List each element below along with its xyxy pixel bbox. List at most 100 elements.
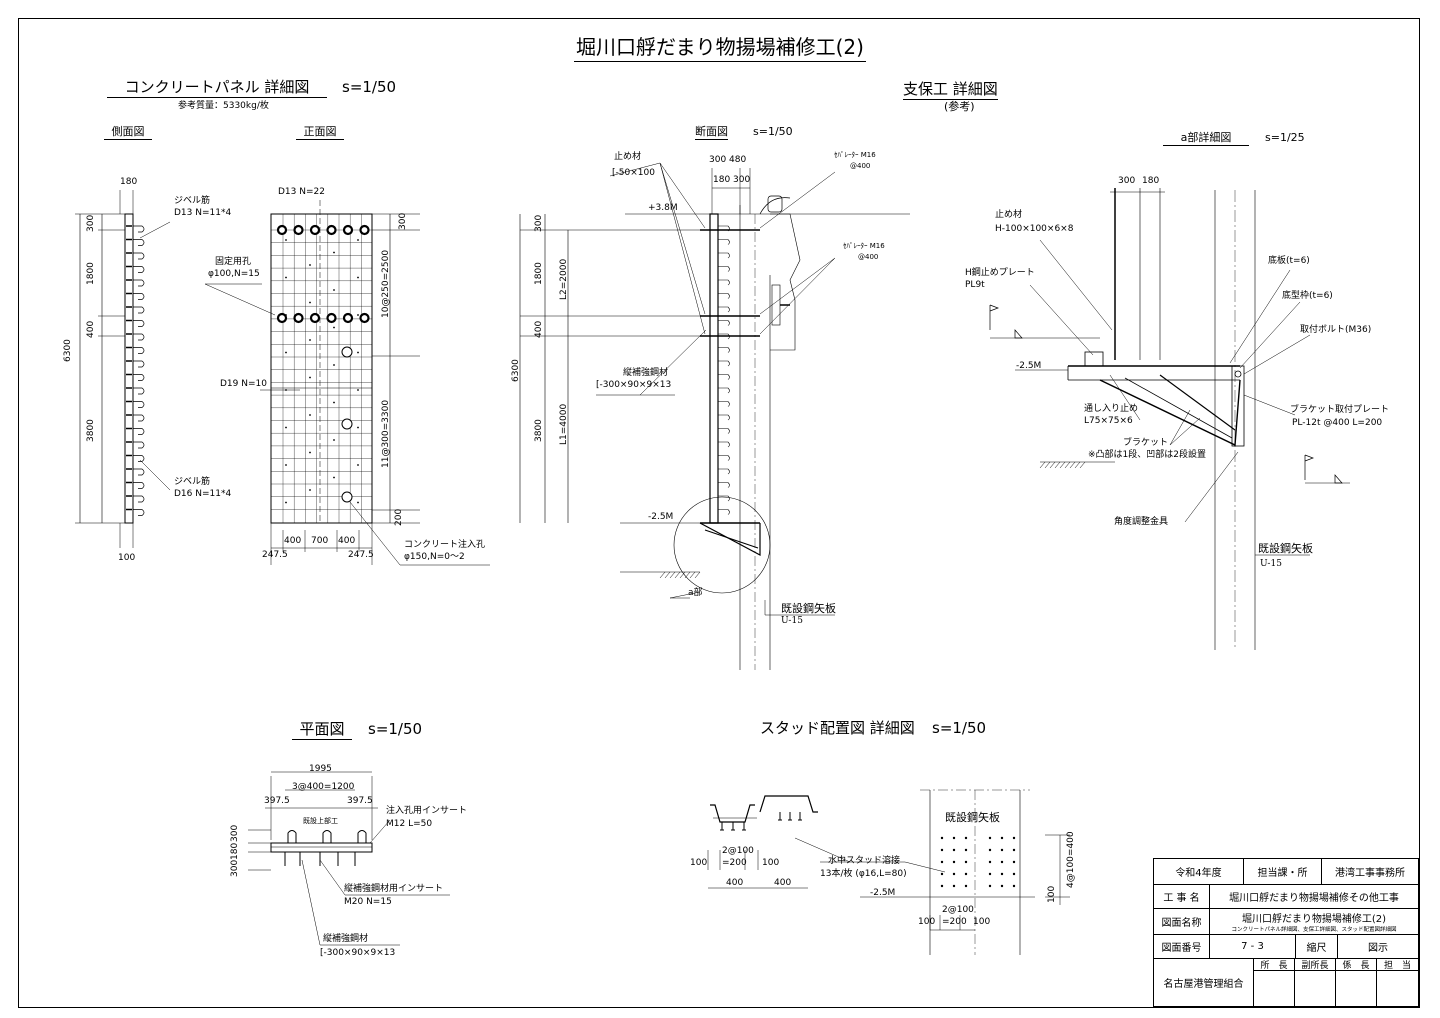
plan-w397b: 397.5 <box>347 796 373 806</box>
plan-heading: 平面図 <box>292 722 352 740</box>
tb-org: 名古屋港管理組合 <box>1154 959 1254 1006</box>
a-bottom-frame: 底型枠(t=6) <box>1282 291 1333 301</box>
a-hplate-spec: PL9t <box>965 280 985 290</box>
drawing-title: 堀川口艀だまり物揚場補修工(2) <box>0 35 1440 62</box>
sec-d180: 180 <box>713 175 731 185</box>
fix-hole-spec: φ100,N=15 <box>208 269 260 279</box>
front-r200: 200 <box>394 508 404 526</box>
stud-r400: 4@100=400 <box>1066 831 1076 888</box>
side-panel-outline <box>124 213 134 524</box>
tb-role-4: 担 当 <box>1377 959 1418 971</box>
sec-stopper-spec: [-50×100 <box>612 168 655 178</box>
sep1-pitch: @400 <box>850 162 871 170</box>
dim-180: 180 <box>120 177 138 187</box>
tb-role-2: 副所長 <box>1295 959 1336 971</box>
panel-scale: s=1/50 <box>342 78 397 96</box>
a-stopper-spec: H-100×100×6×8 <box>995 224 1074 234</box>
front-view-label: 正面図 <box>296 126 344 140</box>
plan-v180: 180 <box>230 842 240 860</box>
tb-number-label: 図面番号 <box>1154 935 1210 959</box>
section-label: 断面図 <box>695 125 728 140</box>
plan-insert2: 縦補強鋼材用インサート <box>344 884 444 894</box>
plan-w1200: 3@400=1200 <box>292 782 355 792</box>
a-stopper-label: 止め材 <box>995 210 1023 220</box>
side-h300: 300 <box>86 214 96 232</box>
sec-rib-label: 縦補強鋼材 <box>623 368 669 378</box>
jibel-top-label: ジベル筋 <box>174 196 211 206</box>
front-panel-outline <box>270 213 373 524</box>
dim-100: 100 <box>118 553 136 563</box>
plan-w1995: 1995 <box>309 764 332 774</box>
tb-work-label: 工 事 名 <box>1154 885 1210 909</box>
stud-e100b: 100 <box>973 917 991 927</box>
side-h6300: 6300 <box>63 339 73 362</box>
sec-d300b: 300 <box>733 175 751 185</box>
plan-v300a: 300 <box>230 824 240 842</box>
a-hplate-label: H鋼止めプレート <box>965 268 1035 278</box>
a-bracket: ブラケット <box>1123 438 1169 448</box>
tb-role-1: 所 長 <box>1254 959 1295 971</box>
stud-r100: 100 <box>1047 885 1057 903</box>
fix-hole-label: 固定用孔 <box>215 257 252 267</box>
a-bottom-plate: 底板(t=6) <box>1268 256 1310 266</box>
plan-existing: 既設上部工 <box>303 817 338 825</box>
sec-h3800: 3800 <box>534 419 544 442</box>
sec-sheet-label: 既設鋼矢板 <box>781 602 836 615</box>
front-b247b: 247.5 <box>348 550 374 560</box>
front-r3300: 11@300=3300 <box>381 399 391 468</box>
panel-mass: 参考質量：5330kg/枚 <box>178 101 269 111</box>
stud-sheet-label: 既設鋼矢板 <box>945 811 1000 824</box>
stud-e100a: 100 <box>918 917 936 927</box>
sec-l1: L1=4000 <box>559 403 569 445</box>
side-view-label: 側面図 <box>104 126 152 140</box>
a-bracket-plate: ブラケット取付プレート <box>1290 405 1390 415</box>
d19-label: D19 N=10 <box>220 379 267 389</box>
a-adjuster: 角度調整金具 <box>1114 517 1169 527</box>
stud-scale: s=1/50 <box>932 719 987 737</box>
sec-h6300: 6300 <box>511 359 521 382</box>
sec-rib-spec: [-300×90×9×13 <box>596 380 672 390</box>
a-detail-scale: s=1/25 <box>1265 131 1305 144</box>
a-sheet-label: 既設鋼矢板 <box>1258 542 1313 555</box>
sec-d480: 480 <box>729 155 747 165</box>
sec-level-bottom: -2.5M <box>648 512 674 522</box>
sep1-label: ｾﾊﾟﾚｰﾀｰ M16 <box>834 151 876 159</box>
panel-heading: コンクリートパネル 詳細図 <box>107 80 327 98</box>
tb-year: 令和4年度 <box>1154 859 1244 885</box>
stud-p400a: 400 <box>726 878 744 888</box>
tb-dept-label: 担当課・所 <box>1244 859 1322 885</box>
inject-label: コンクリート注入孔 <box>404 540 486 550</box>
tb-number: 7 - 3 <box>1210 935 1296 959</box>
stud-p400b: 400 <box>774 878 792 888</box>
a-bracket-note: ※凸部は1段、凹部は2段設置 <box>1088 450 1206 460</box>
front-b247a: 247.5 <box>262 550 288 560</box>
front-r300: 300 <box>398 212 408 230</box>
a-part-label: a部 <box>688 588 703 598</box>
tb-dept: 港湾工事事務所 <box>1322 859 1418 885</box>
tb-drawing-cell: 堀川口艀だまり物揚場補修工(2) コンクリートパネル詳細図、支保工詳細図、スタッ… <box>1210 909 1418 935</box>
a-sheet-spec: U-15 <box>1260 559 1282 569</box>
stud-weld: 水中スタッド溶接 <box>828 856 901 866</box>
jibel-top-spec: D13 N=11*4 <box>174 208 232 218</box>
title-block: 令和4年度 担当課・所 港湾工事事務所 工 事 名 堀川口艀だまり物揚場補修その… <box>1153 858 1419 1007</box>
sep2-label: ｾﾊﾟﾚｰﾀｰ M16 <box>843 242 885 250</box>
a-level: -2.5M <box>1016 361 1042 371</box>
sec-h300: 300 <box>534 214 544 232</box>
tb-drawing-sub: コンクリートパネル詳細図、支保工詳細図、スタッド配置図詳細図 <box>1231 926 1397 933</box>
plan-v300b: 300 <box>230 859 240 877</box>
sec-stopper-label: 止め材 <box>614 152 642 162</box>
stud-level: -2.5M <box>870 888 896 898</box>
support-heading: 支保工 詳細図 <box>903 80 998 100</box>
front-r2500: 10@250=2500 <box>381 249 391 318</box>
stud-p2at100: 2@100 <box>722 846 754 856</box>
a-d180: 180 <box>1142 176 1160 186</box>
side-h3800: 3800 <box>86 419 96 442</box>
a-bracket-plate-spec: PL-12t @400 L=200 <box>1292 418 1383 428</box>
stud-weld-spec: 13本/枚 (φ16,L=80) <box>820 869 907 879</box>
a-d300: 300 <box>1118 176 1136 186</box>
tb-stamp-3 <box>1336 971 1377 1006</box>
plan-rib: 縦補強鋼材 <box>323 934 369 944</box>
front-b400b: 400 <box>338 536 356 546</box>
sep2-pitch: @400 <box>858 253 879 261</box>
